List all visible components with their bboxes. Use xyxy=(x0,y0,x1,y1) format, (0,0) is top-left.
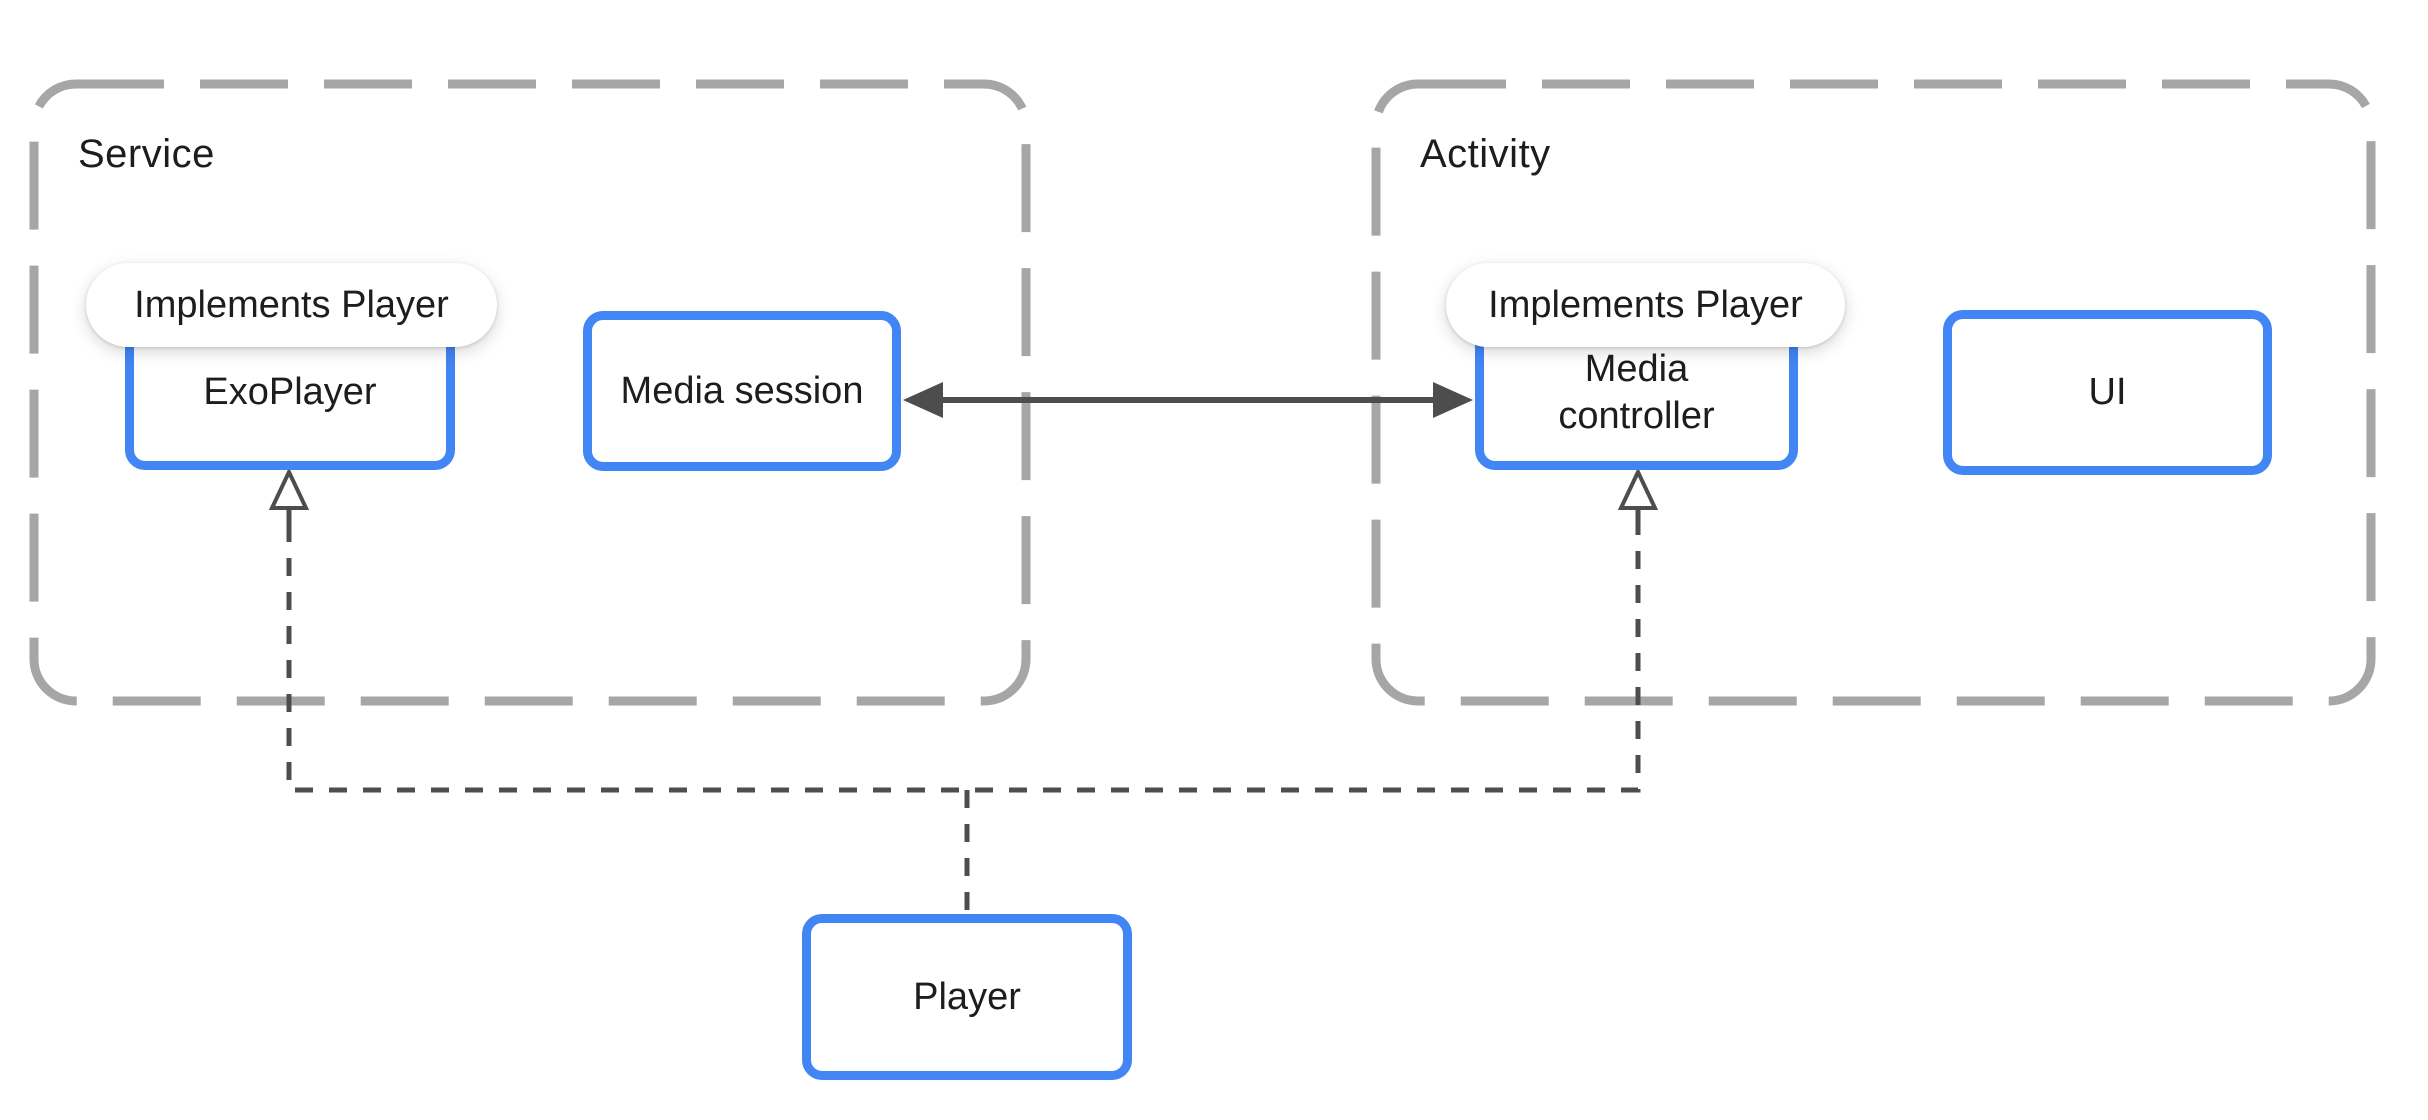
player-node: Player xyxy=(802,914,1132,1080)
implements-path xyxy=(286,524,1641,793)
session-controller-arrow xyxy=(903,382,1473,418)
implements-player-badge-media-controller-label: Implements Player xyxy=(1488,283,1803,326)
ui-node: UI xyxy=(1943,310,2272,475)
arrowhead-right xyxy=(1433,382,1473,418)
implements-player-badge-exoplayer: Implements Player xyxy=(86,263,497,347)
service-label: Service xyxy=(78,132,215,176)
arrowhead-left xyxy=(903,382,943,418)
implements-player-badge-media-controller: Implements Player xyxy=(1446,263,1845,347)
ui-label: UI xyxy=(2088,371,2127,414)
hollow-arrowhead-exoplayer xyxy=(268,467,310,510)
player-label: Player xyxy=(913,975,1021,1018)
media-session-node: Media session xyxy=(583,311,901,471)
exoplayer-label: ExoPlayer xyxy=(203,371,377,414)
implements-connectors xyxy=(268,467,1659,914)
hollow-arrowhead-media-controller xyxy=(1617,467,1659,510)
media-controller-label: Media controller xyxy=(1558,348,1715,437)
media-session-label: Media session xyxy=(620,369,864,412)
activity-label: Activity xyxy=(1420,132,1551,176)
implements-player-badge-exoplayer-label: Implements Player xyxy=(134,283,449,326)
